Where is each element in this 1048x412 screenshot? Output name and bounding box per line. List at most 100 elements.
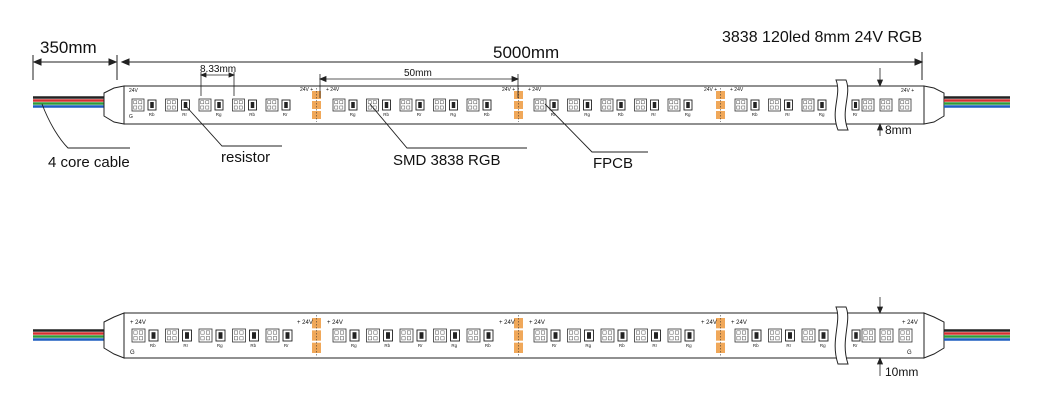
resistor-code: Rb	[149, 112, 155, 117]
pad-label-minus: 24V +	[704, 87, 717, 93]
led-die	[775, 330, 780, 335]
resistor-body	[151, 332, 156, 339]
led-die	[372, 100, 377, 105]
led-die	[133, 100, 138, 105]
led-die	[573, 100, 578, 105]
resistor-body	[687, 332, 692, 339]
led-die	[172, 330, 177, 335]
led-die	[900, 105, 905, 110]
led-die	[133, 105, 138, 110]
resistor-code: Rg	[585, 343, 591, 348]
led-die	[233, 100, 238, 105]
led-die	[641, 336, 646, 341]
resistor-code: Rg	[820, 343, 826, 348]
pad-label-minus: + 24V	[499, 320, 515, 326]
led-die	[407, 336, 411, 341]
resistor-body	[384, 102, 389, 108]
callout-led: SMD 3838 RGB	[393, 152, 501, 169]
resistor-body	[654, 332, 658, 339]
led-die	[900, 330, 905, 335]
led-die	[675, 336, 679, 341]
led-die	[669, 330, 674, 335]
resistor-code: Rg	[217, 343, 223, 348]
resistor-code: Rb	[753, 343, 759, 348]
resistor-code: Rb	[150, 343, 156, 348]
led-die	[407, 330, 411, 335]
resistor-body	[352, 332, 357, 339]
resistor-code: Rr	[183, 343, 188, 348]
led-die	[803, 100, 808, 105]
resistor-body	[386, 332, 390, 339]
led-die	[239, 330, 244, 335]
led-die	[440, 330, 445, 335]
led-die	[435, 330, 439, 335]
resistor-code: Rb	[619, 343, 625, 348]
strip-break	[834, 306, 849, 365]
led-die	[640, 100, 645, 105]
resistor-body	[820, 102, 824, 108]
led-die	[602, 105, 607, 110]
led-die	[138, 100, 143, 105]
led-die	[167, 330, 171, 335]
led-die	[267, 105, 272, 110]
led-die	[171, 100, 176, 105]
led-die	[868, 100, 873, 105]
led-die	[602, 330, 607, 335]
led-die	[869, 330, 873, 335]
end-cap-right	[923, 312, 945, 359]
led-die	[887, 336, 891, 341]
led-die	[267, 330, 272, 335]
led-die	[540, 105, 545, 110]
led-die	[863, 100, 868, 105]
pad-label-plus: + 24V	[327, 320, 343, 326]
total-length-label: 5000mm	[493, 43, 559, 62]
led-die	[769, 100, 774, 105]
led-die	[205, 105, 210, 110]
pitch-label: 8.33mm	[200, 64, 236, 75]
resistor-code: Rr	[284, 343, 289, 348]
dimension-pitch	[199, 72, 236, 96]
led-die	[171, 105, 176, 110]
led-die	[435, 336, 439, 341]
resistor-code: Rr	[785, 112, 790, 117]
resistor-code: Rg	[686, 343, 692, 348]
strip-break	[834, 79, 849, 131]
resistor-body	[217, 102, 221, 108]
led-die	[439, 105, 444, 110]
section-label: 50mm	[404, 68, 432, 79]
led-die	[200, 330, 205, 335]
led-die	[809, 336, 813, 341]
led-die	[742, 336, 746, 341]
led-die	[473, 105, 478, 110]
led-die	[808, 100, 813, 105]
led-die	[340, 336, 344, 341]
led-die	[200, 100, 205, 105]
solder-pad	[514, 342, 523, 353]
led-die	[808, 105, 813, 110]
resistor-body	[451, 102, 456, 108]
resistor-code: Rr	[417, 112, 422, 117]
led-die	[881, 336, 886, 341]
led-die	[608, 330, 612, 335]
led-die	[669, 336, 674, 341]
resistor-body	[786, 102, 791, 108]
resistor-body	[419, 332, 424, 339]
led-die	[900, 336, 905, 341]
led-die	[139, 330, 143, 335]
led-die	[886, 105, 891, 110]
led-die	[541, 330, 545, 335]
led-die	[535, 105, 540, 110]
resistor-body	[587, 332, 591, 339]
callout-lines	[41, 103, 648, 153]
led-die	[736, 105, 741, 110]
resistor-body	[620, 332, 625, 339]
pad-label-plus: + 24V	[528, 87, 542, 93]
led-die	[401, 100, 406, 105]
led-die	[641, 330, 646, 335]
led-die	[741, 100, 746, 105]
led-die	[434, 105, 439, 110]
end-cap-left	[103, 85, 125, 125]
